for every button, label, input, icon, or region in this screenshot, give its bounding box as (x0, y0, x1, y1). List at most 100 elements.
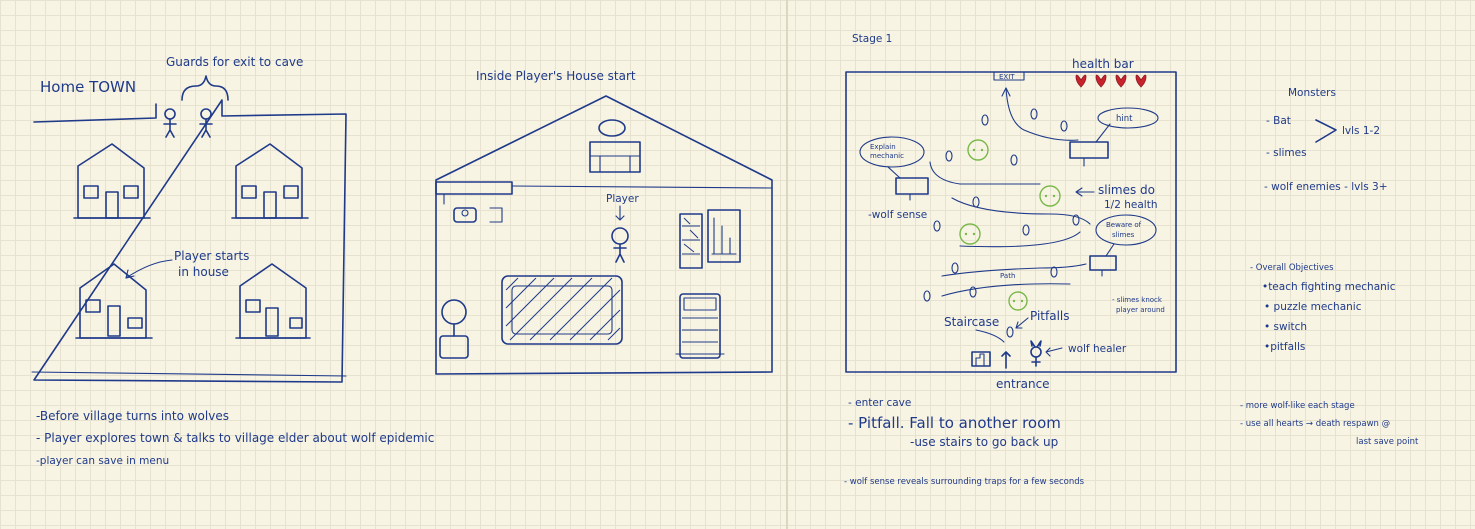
stage-note: - Pitfall. Fall to another room (848, 414, 1061, 432)
house-icon (235, 263, 311, 339)
sign-icon (1089, 255, 1117, 277)
player-house-icon (75, 263, 153, 339)
player-figure (611, 227, 629, 263)
path-line (929, 161, 1041, 185)
rug-icon (501, 275, 623, 345)
town-note: - Player explores town & talks to villag… (36, 431, 434, 445)
exit-label: EXIT (999, 73, 1015, 81)
explain-pointer (887, 166, 901, 179)
slime-icon (1008, 291, 1028, 311)
pitfall-icon (972, 196, 980, 208)
player-label: Player (606, 193, 639, 205)
beware-pointer (1105, 243, 1115, 257)
objectives-title: - Overall Objectives (1250, 263, 1334, 273)
path-line (959, 231, 1081, 248)
slimes-health-label: slimes do (1098, 183, 1155, 197)
bed-icon (675, 293, 725, 359)
house-icon (73, 143, 151, 219)
town-wall (33, 99, 347, 383)
slime-icon (959, 223, 981, 245)
health-hearts (1075, 74, 1147, 88)
slime-icon (967, 139, 989, 161)
door-icon (589, 141, 641, 173)
house-interior-section: Inside Player's House start Player (435, 69, 773, 375)
entrance-arrow (1001, 351, 1011, 369)
house-interior-title: Inside Player's House start (476, 69, 636, 83)
beware-label: Beware of (1106, 221, 1142, 229)
pitfalls-arrow (1015, 317, 1029, 329)
town-wall-base (31, 371, 347, 377)
monster-levels: lvls 1-2 (1342, 125, 1380, 137)
sign-icon (1069, 141, 1109, 167)
kitchen-counter-icon (435, 181, 513, 205)
beware-bubble (1095, 214, 1157, 246)
beware-label-2: slimes (1112, 231, 1135, 239)
house-icon (231, 143, 309, 219)
pitfall-icon (945, 150, 953, 162)
path-line (1005, 87, 1079, 141)
pitfall-icon (981, 114, 989, 126)
guards-label: Guards for exit to cave (166, 55, 303, 69)
guards-brace (181, 75, 229, 101)
player-starts-label-2: in house (178, 265, 229, 279)
monsters-title: Monsters (1288, 87, 1336, 99)
pitfall-icon (933, 220, 941, 232)
pitfall-icon (1050, 266, 1058, 278)
path-arrowhead (1001, 87, 1011, 97)
pitfalls-label: Pitfalls (1030, 309, 1070, 323)
path-line (941, 283, 1071, 297)
monster-wolf: - wolf enemies - lvls 3+ (1264, 181, 1388, 193)
pitfall-icon (1072, 214, 1080, 226)
path-label: Path (1000, 272, 1015, 280)
death-note: - use all hearts → death respawn @ (1240, 419, 1390, 429)
path-line (941, 263, 1087, 277)
stage-note: - enter cave (848, 397, 911, 409)
monsters-section: Monsters - Bat - slimes lvls 1-2 - wolf … (1240, 87, 1419, 447)
pitfall-icon (969, 286, 977, 298)
home-town-title: Home TOWN (40, 78, 136, 96)
objective-item: •pitfalls (1264, 341, 1305, 353)
hint-bubble (1097, 107, 1159, 129)
guard-figure (163, 108, 177, 138)
hint-pointer (1095, 123, 1111, 143)
town-note: -player can save in menu (36, 455, 169, 467)
health-bar-label: health bar (1072, 57, 1134, 71)
town-note: -Before village turns into wolves (36, 409, 229, 423)
hint-label: hint (1116, 114, 1133, 124)
pitfall-icon (1060, 120, 1068, 132)
player-starts-label: Player starts (174, 249, 249, 263)
heart-icon (1115, 74, 1127, 88)
explain-bubble (859, 136, 925, 168)
slime-icon (1039, 185, 1061, 207)
slimes-arrow (1075, 187, 1095, 197)
pitfall-icon (951, 262, 959, 274)
bookshelf-icon (679, 213, 703, 269)
staircase-label: Staircase (944, 315, 999, 329)
shelf-icon (707, 209, 741, 263)
objective-item: • switch (1264, 321, 1307, 333)
path-line (951, 197, 1091, 225)
interior-wall (511, 185, 773, 189)
wolf-healer-icon (1030, 340, 1042, 367)
exit-box (993, 71, 1025, 81)
plant-icon (439, 299, 469, 359)
objective-item: •teach fighting mechanic (1262, 281, 1396, 293)
death-note-2: last save point (1356, 437, 1419, 447)
pitfall-icon (923, 290, 931, 302)
house-outline (435, 95, 773, 375)
monster-slimes: - slimes (1266, 147, 1307, 159)
player-arrow (615, 205, 625, 221)
home-town-section: Home TOWN Guards for exit to cave (31, 55, 434, 467)
stage-note: - wolf sense reveals surrounding traps f… (844, 477, 1085, 487)
pitfall-icon (1022, 224, 1030, 236)
sign-icon (895, 177, 929, 201)
explain-label: Explain (870, 143, 896, 151)
knock-label: - slimes knock (1112, 296, 1163, 304)
heart-icon (1095, 74, 1107, 88)
player-start-arrow (125, 259, 173, 279)
monster-bat: - Bat (1266, 115, 1291, 127)
guard-figure (199, 108, 213, 138)
heart-icon (1135, 74, 1147, 88)
